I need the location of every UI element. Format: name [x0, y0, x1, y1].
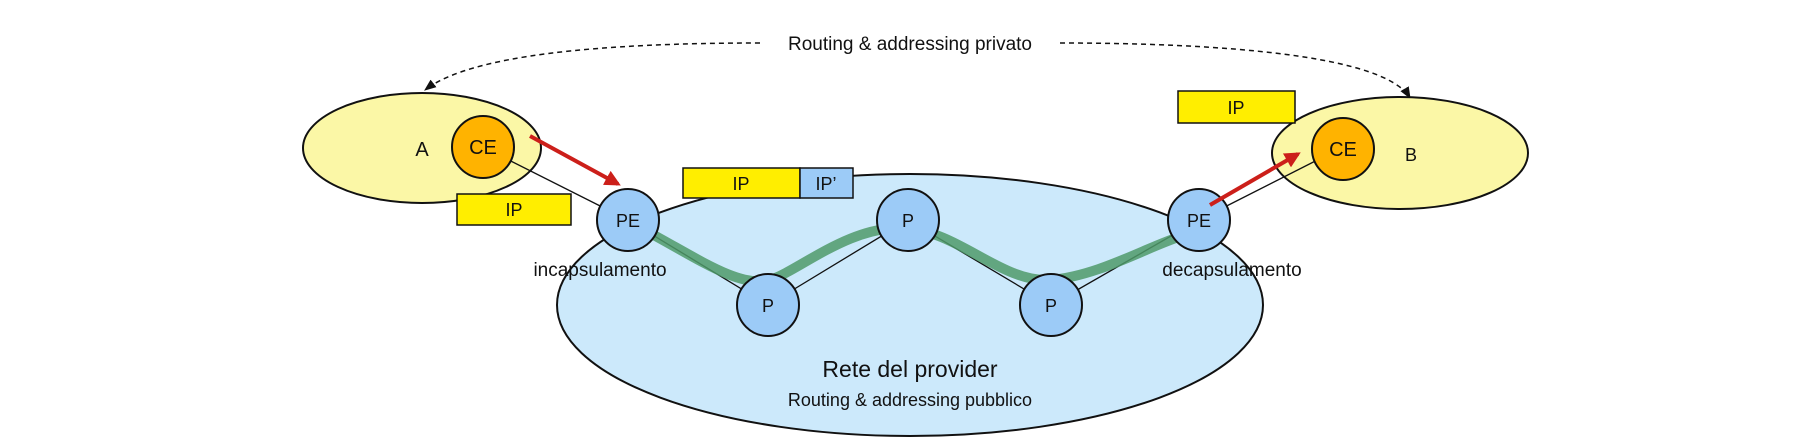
site-b-label: B: [1405, 145, 1417, 165]
p-node-2-label: P: [902, 211, 914, 231]
pe-node-left-label: PE: [616, 211, 640, 231]
packet-ip-site-a-label: IP: [505, 200, 522, 220]
p-node-2: P: [876, 188, 940, 252]
encap-label: incapsulamento: [533, 260, 666, 281]
private-routing-arrow-left: [424, 42, 761, 91]
packet-outer-label: IP’: [815, 174, 836, 194]
provider-title: Rete del provider: [822, 356, 997, 382]
encap-arrow: [529, 134, 621, 186]
site-a-label: A: [415, 139, 429, 161]
ce-node-a: CE: [451, 115, 515, 179]
packet-encapsulated: IP IP’: [682, 167, 854, 199]
p-node-3: P: [1019, 273, 1083, 337]
ce-node-b: CE: [1311, 117, 1375, 181]
p-node-1: P: [736, 273, 800, 337]
decap-label: decapsulamento: [1162, 260, 1301, 281]
p-node-1-label: P: [762, 296, 774, 316]
ce-node-b-label: CE: [1329, 139, 1357, 161]
provider-subtitle: Routing & addressing pubblico: [788, 390, 1032, 410]
pe-node-right-label: PE: [1187, 211, 1211, 231]
private-routing-arrow-right: [1059, 42, 1411, 100]
packet-ip-site-b: IP: [1177, 90, 1296, 124]
p-node-3-label: P: [1045, 296, 1057, 316]
packet-inner-label: IP: [732, 174, 749, 194]
decap-arrow: [1208, 152, 1301, 207]
pe-node-left: PE: [596, 188, 660, 252]
provider-network: [556, 173, 1264, 437]
packet-ip-site-a: IP: [456, 193, 572, 226]
top-label: Routing & addressing privato: [788, 34, 1032, 55]
ce-node-a-label: CE: [469, 137, 497, 159]
site-b: [1271, 96, 1529, 210]
packet-ip-site-b-label: IP: [1227, 98, 1244, 118]
